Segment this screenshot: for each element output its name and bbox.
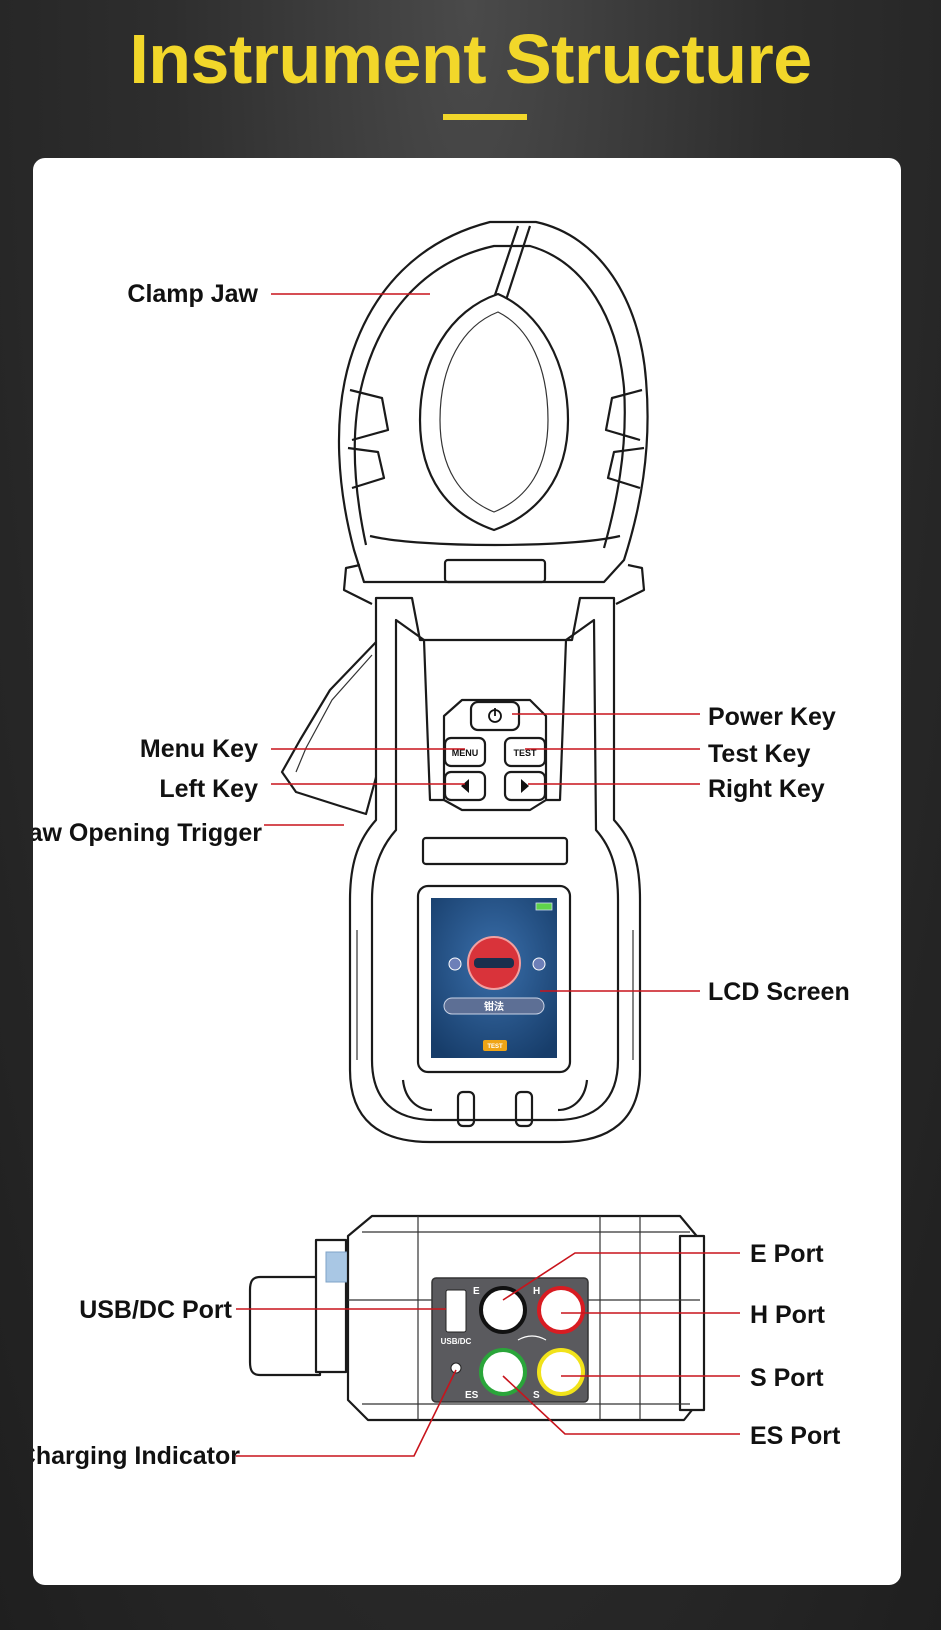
clamp-jaw-shape [337,220,649,605]
leader-lines [236,293,740,1457]
e-port-socket[interactable] [479,1286,527,1334]
label-es-port: ES Port [750,1422,841,1450]
clamp-meter-front: MENU TEST [280,220,649,1144]
label-menu-key: Menu Key [140,735,258,763]
label-power-key: Power Key [708,703,836,731]
label-charging-indicator: Charging Indicator [33,1442,240,1470]
screen-right-arrow-icon [532,957,546,971]
label-test-key: Test Key [708,740,810,768]
label-e-port: E Port [750,1240,824,1268]
menu-key-text: MENU [452,748,479,758]
usb-dc-port-socket[interactable] [445,1289,467,1333]
test-key-text: TEST [513,748,537,758]
screen-test-badge: TEST [487,1044,503,1050]
charging-indicator-led [450,1362,462,1374]
lcd-screen: 钳法 TEST [416,884,572,1074]
instrument-diagram: MENU TEST [33,220,850,1470]
callout-labels: Clamp Jaw Power Key Menu Key Test Key Le… [33,280,850,1470]
es-port-socket[interactable] [479,1348,527,1396]
port-e-text: E [473,1286,480,1297]
label-left-key: Left Key [159,775,258,803]
left-arrow-icon [461,779,469,793]
usb-dc-port-text: USB/DC [441,1337,472,1346]
battery-icon [535,902,553,911]
port-h-text: H [533,1286,540,1297]
label-right-key: Right Key [708,775,825,803]
label-usb-dc-port: USB/DC Port [79,1296,232,1324]
meter-bottom-view: USB/DC E H ES S [248,1214,706,1422]
keypad: MENU TEST [442,698,548,812]
test-key-button[interactable]: TEST [503,736,547,768]
label-clamp-jaw: Clamp Jaw [127,280,258,308]
label-jaw-opening-trigger: Jaw Opening Trigger [33,819,262,847]
port-s-text: S [533,1390,540,1401]
screen-left-arrow-icon [448,957,462,971]
title-underline [443,114,527,120]
diagram-card: MENU TEST [33,158,901,1585]
label-h-port: H Port [750,1301,826,1329]
right-key-button[interactable] [503,770,547,802]
screen-caption: 钳法 [484,1000,504,1013]
power-key-button[interactable] [469,700,521,732]
menu-key-button[interactable]: MENU [443,736,487,768]
label-s-port: S Port [750,1364,824,1392]
page-title: Instrument Structure [129,20,812,98]
s-port-socket[interactable] [537,1348,585,1396]
jaw-trigger-shape [280,638,380,816]
h-port-socket[interactable] [537,1286,585,1334]
right-arrow-icon [521,779,529,793]
left-key-button[interactable] [443,770,487,802]
meter-body-shape [348,596,642,1144]
port-es-text: ES [465,1390,479,1401]
label-lcd-screen: LCD Screen [708,978,850,1006]
